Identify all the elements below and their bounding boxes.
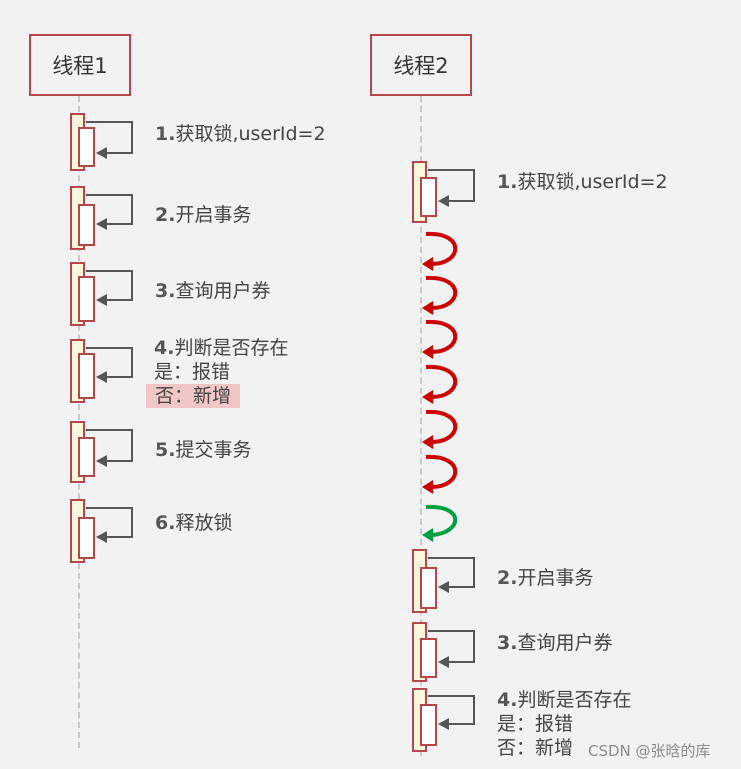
thread2-step-4 <box>412 688 482 754</box>
thread1-step-4-label: 4.判断是否存在 是：报错 否：新增 <box>146 336 289 408</box>
thread1-step-5-label: 5.提交事务 <box>155 438 251 462</box>
wait-spin-arrow-6 <box>422 454 458 494</box>
thread1-step-2-label: 2.开启事务 <box>155 203 251 227</box>
step-text: 获取锁,userId=2 <box>175 123 326 145</box>
activation-bar-nested <box>78 353 95 399</box>
thread1-step-5 <box>70 421 140 487</box>
step-text: 获取锁,userId=2 <box>517 171 668 193</box>
lifeline-header-thread1: 线程1 <box>29 34 131 96</box>
step-branch-no-highlighted: 否：新增 <box>146 384 241 408</box>
thread1-step-3-label: 3.查询用户券 <box>155 279 270 303</box>
self-call-arrow <box>86 121 133 159</box>
wait-spin-arrow-4 <box>422 364 458 404</box>
wait-spin-arrow-1 <box>422 231 458 271</box>
wait-spin-arrow-2 <box>422 275 458 315</box>
self-call-arrow <box>86 347 133 383</box>
self-call-arrow <box>428 169 475 207</box>
step-branch-yes: 是：报错 <box>154 361 231 383</box>
thread1-step-1-label: 1.获取锁,userId=2 <box>155 122 326 146</box>
step-branch-no: 否：新增 <box>497 737 574 759</box>
step-text: 查询用户券 <box>175 280 271 302</box>
thread2-step-1 <box>412 161 482 227</box>
self-call-arrow <box>86 194 133 230</box>
step-number: 3. <box>497 632 518 654</box>
step-text: 查询用户券 <box>517 632 613 654</box>
lifeline-thread2 <box>420 96 422 756</box>
thread1-step-2 <box>70 186 140 252</box>
activation-bar-nested <box>78 276 95 322</box>
step-text: 开启事务 <box>517 567 594 589</box>
thread1-step-6-label: 6.释放锁 <box>155 511 232 535</box>
self-call-arrow <box>428 557 475 593</box>
step-text: 判断是否存在 <box>174 337 289 359</box>
activation-bar-nested <box>78 204 95 246</box>
thread1-step-6 <box>70 499 140 565</box>
activation-bar-nested <box>420 704 437 746</box>
wait-spin-arrow-5 <box>422 409 458 449</box>
step-text: 释放锁 <box>175 512 233 534</box>
activation-bar-nested <box>78 127 95 167</box>
step-number: 2. <box>155 204 176 226</box>
step-number: 1. <box>497 171 518 193</box>
activation-bar-nested <box>78 437 95 477</box>
thread2-step-1-label: 1.获取锁,userId=2 <box>497 170 668 194</box>
watermark: CSDN @张晗的库 <box>588 742 711 760</box>
step-number: 2. <box>497 567 518 589</box>
thread2-step-2-label: 2.开启事务 <box>497 566 593 590</box>
activation-bar-nested <box>78 517 95 559</box>
step-number: 4. <box>497 689 518 711</box>
step-number: 3. <box>155 280 176 302</box>
thread1-step-1 <box>70 113 140 179</box>
step-text: 提交事务 <box>175 439 252 461</box>
step-number: 6. <box>155 512 176 534</box>
thread1-step-3 <box>70 262 140 328</box>
thread2-step-3 <box>412 622 482 688</box>
lifeline-title: 线程1 <box>52 54 108 78</box>
self-call-arrow <box>86 270 133 306</box>
acquire-spin-arrow <box>422 504 458 542</box>
self-call-arrow <box>86 429 133 467</box>
lifeline-title: 线程2 <box>393 54 449 78</box>
activation-bar-nested <box>420 567 437 609</box>
self-call-arrow <box>86 507 133 543</box>
activation-bar-nested <box>420 638 437 678</box>
thread2-step-4-label: 4.判断是否存在 是：报错 否：新增 <box>497 688 631 760</box>
self-call-arrow <box>428 630 475 668</box>
wait-spin-arrow-3 <box>422 319 458 359</box>
lifeline-header-thread2: 线程2 <box>370 34 472 96</box>
step-branch-yes: 是：报错 <box>497 713 574 735</box>
step-number: 5. <box>155 439 176 461</box>
step-text: 判断是否存在 <box>517 689 632 711</box>
thread2-step-2 <box>412 549 482 615</box>
step-text: 开启事务 <box>175 204 252 226</box>
thread1-step-4 <box>70 339 140 405</box>
activation-bar-nested <box>420 177 437 217</box>
thread2-step-3-label: 3.查询用户券 <box>497 631 612 655</box>
step-number: 4. <box>154 337 175 359</box>
step-number: 1. <box>155 123 176 145</box>
self-call-arrow <box>428 695 475 730</box>
